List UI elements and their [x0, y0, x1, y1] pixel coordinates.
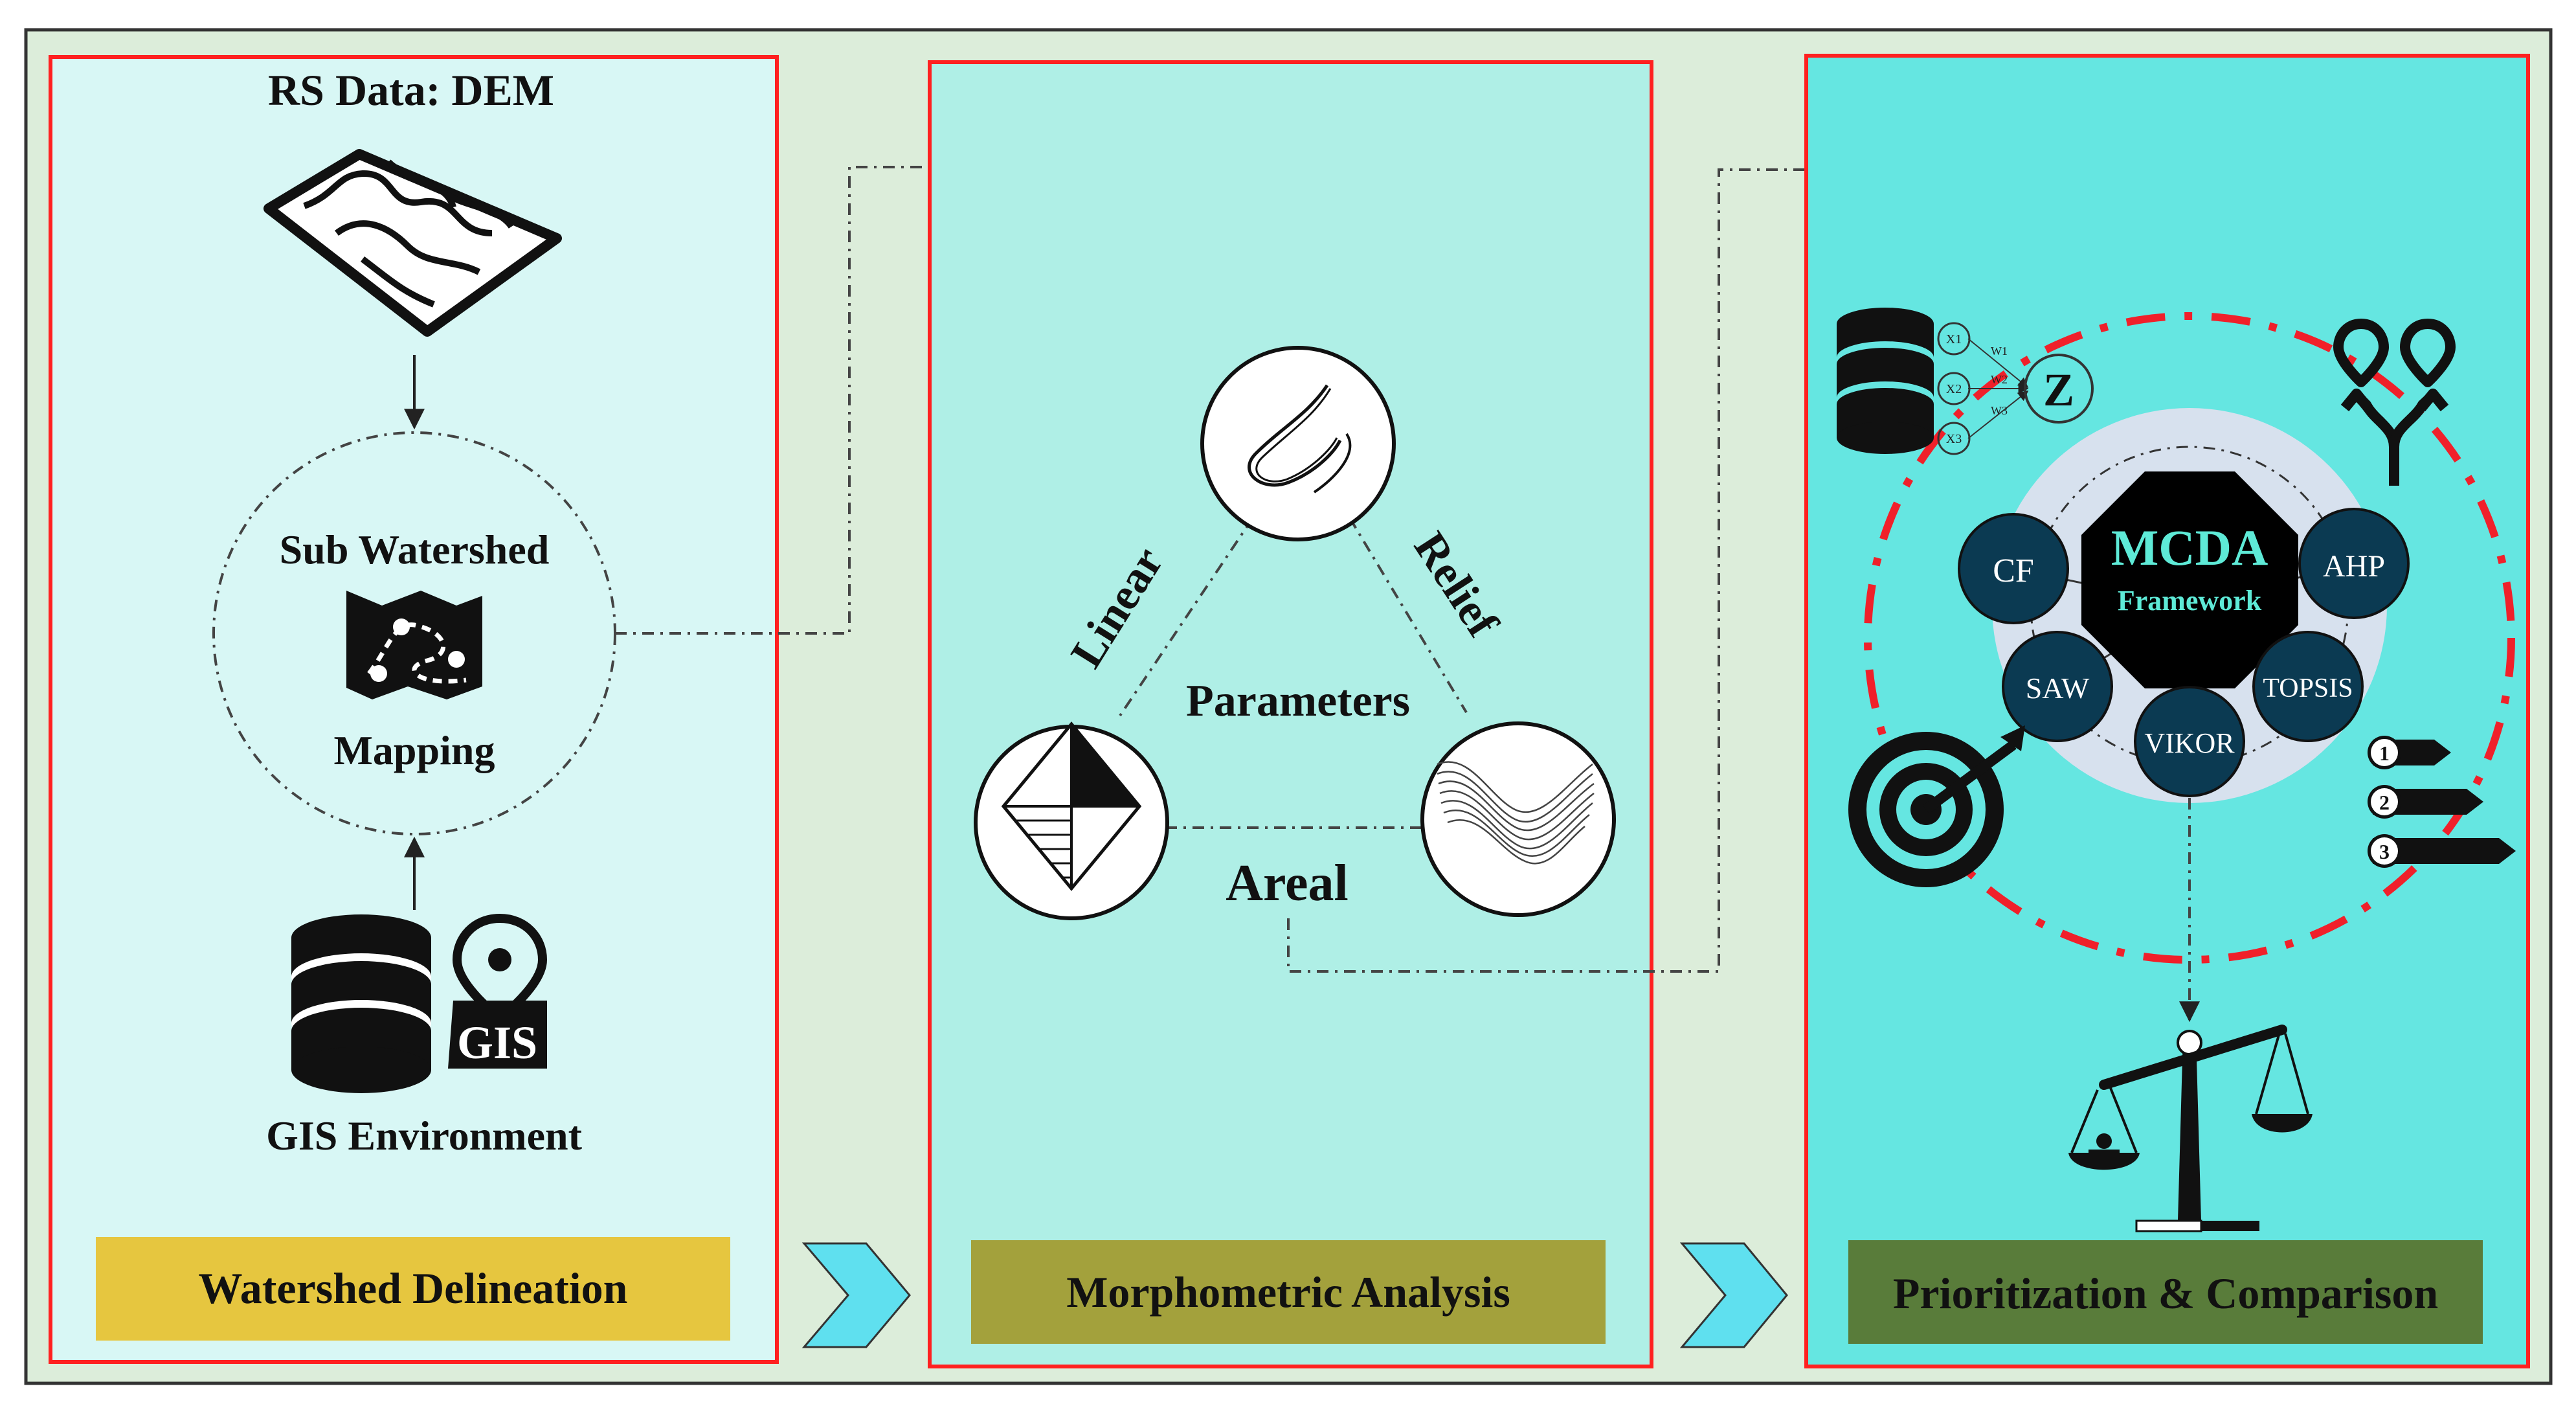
- panel-2-title: Morphometric Analysis: [1066, 1267, 1510, 1317]
- linear-circle: [974, 721, 1169, 920]
- rank-2: 2: [2368, 785, 2483, 819]
- gis-icon: GIS: [448, 913, 548, 1069]
- method-cf: CF: [1958, 513, 2069, 624]
- edge-linear-line: [1119, 517, 1254, 717]
- method-ahp-label: AHP: [2323, 549, 2385, 584]
- method-saw: SAW: [2002, 631, 2113, 742]
- nn-weight-3: W3: [1991, 404, 2008, 417]
- panel-watershed-delineation: RS Data: DEM Sub Watershed Mapping: [49, 55, 779, 1364]
- rank-1: 1: [2368, 736, 2451, 769]
- mcda-octagon: [2081, 471, 2298, 688]
- method-ahp: AHP: [2298, 508, 2410, 619]
- rank-1-text: 1: [2379, 742, 2390, 765]
- areal-label: Areal: [1226, 855, 1349, 912]
- chevron-2-arrow-icon: [1679, 1242, 1788, 1348]
- database-small-icon: [1837, 308, 1934, 454]
- neural-network-icon: X1 X2 X3 W1 W2 W3 Z: [1937, 322, 2094, 455]
- relief-circle: [1420, 721, 1616, 917]
- folded-map-icon: [346, 591, 482, 699]
- panel-3-title-box: [1848, 1240, 2483, 1344]
- nn-input-2: X2: [1946, 382, 1962, 396]
- chevron-1-arrow-icon: [801, 1242, 911, 1348]
- framework-label: Framework: [2118, 585, 2262, 617]
- ranking-icon: 1 2 3: [2368, 736, 2516, 868]
- balance-scale-icon: [2068, 1025, 2313, 1232]
- panel-3-title: Prioritization & Comparison: [1893, 1269, 2438, 1318]
- sub-watershed-label: Sub Watershed: [280, 527, 550, 572]
- panel-1-title: Watershed Delineation: [199, 1264, 628, 1313]
- mapping-label: Mapping: [334, 727, 495, 773]
- method-cf-label: CF: [1993, 552, 2034, 589]
- rank-2-text: 2: [2379, 791, 2390, 814]
- river-circle: [1200, 346, 1396, 541]
- method-topsis-label: TOPSIS: [2263, 674, 2353, 703]
- nn-output: Z: [2043, 364, 2074, 416]
- nn-input-3: X3: [1946, 432, 1962, 446]
- method-vikor-label: VIKOR: [2144, 727, 2235, 759]
- nn-weight-2: W2: [1991, 373, 2008, 386]
- panel-2-title-box: [971, 1240, 1606, 1344]
- method-vikor: VIKOR: [2134, 686, 2245, 797]
- panel-1-title-box: [96, 1237, 730, 1341]
- method-saw-label: SAW: [2026, 672, 2090, 705]
- nn-weight-1: W1: [1991, 345, 2008, 357]
- rs-data-label: RS Data: DEM: [268, 65, 554, 115]
- target-icon: [1848, 725, 2025, 887]
- database-icon: [291, 914, 431, 1093]
- parameters-label: Parameters: [1186, 676, 1410, 726]
- red-dashed-circle: [1864, 312, 2515, 964]
- rank-3: 3: [2368, 834, 2516, 868]
- branch-pins-icon: [2333, 319, 2456, 486]
- gis-environment-label: GIS Environment: [266, 1113, 583, 1159]
- panel-prioritization-comparison: MCDA Framework CF AHP SAW TOPSIS VIKOR: [1804, 54, 2530, 1368]
- mcda-label: MCDA: [2111, 519, 2268, 576]
- panel-2-box: [928, 60, 1653, 1368]
- nn-input-1: X1: [1946, 332, 1962, 346]
- gis-badge-text: GIS: [457, 1017, 537, 1069]
- method-topsis: TOPSIS: [2252, 631, 2364, 742]
- dem-map-icon: [263, 149, 562, 337]
- rank-3-text: 3: [2379, 840, 2390, 863]
- panel-morphometric-analysis: Linear Relief Parameters Areal Morphomet…: [928, 60, 1653, 1368]
- edge-relief-line: [1349, 517, 1468, 714]
